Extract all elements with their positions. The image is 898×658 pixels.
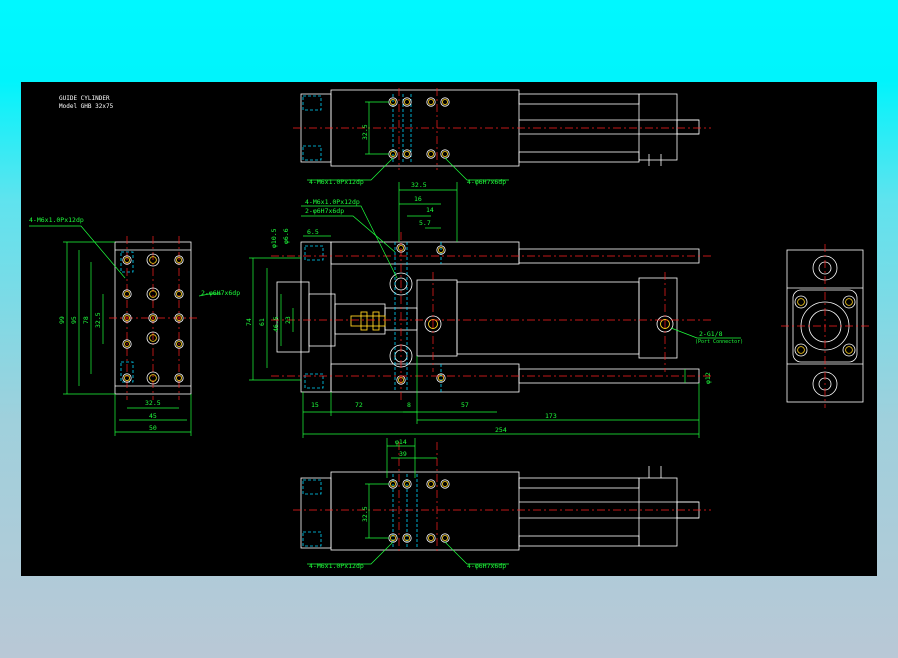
dim-23: 23 (284, 316, 292, 324)
cad-drawing (29, 88, 869, 565)
callout-bottom-m6: 4-M6x1.0Px12dp (309, 562, 364, 570)
left-end-view (29, 225, 221, 436)
dim-phi10-5: φ10.5 (270, 228, 278, 248)
dim-32-5-side: 32.5 (411, 181, 427, 189)
top-view (293, 88, 711, 181)
dim-bottom-32-5: 32.5 (361, 506, 369, 522)
dim-5-7: 5.7 (419, 219, 431, 227)
callout-top-phi6: 4-φ6H7x6dp (467, 178, 507, 186)
dim-phi12: φ12 (704, 372, 712, 384)
dim-99: 99 (58, 316, 66, 324)
dim-254: 254 (495, 426, 507, 434)
dim-72: 72 (355, 401, 363, 409)
right-end-view (781, 244, 869, 408)
dim-57: 57 (461, 401, 469, 409)
dim-61: 61 (258, 318, 266, 326)
dim-78: 78 (82, 316, 90, 324)
dim-95: 95 (70, 316, 78, 324)
dim-top-32-5: 32.5 (361, 124, 369, 140)
callout-bottom-phi6: 4-φ6H7x6dp (467, 562, 507, 570)
bottom-view (293, 438, 711, 565)
dim-32-5-left-h: 32.5 (145, 399, 161, 407)
dim-14: 14 (426, 206, 434, 214)
dim-32-5-left-v: 32.5 (94, 312, 102, 328)
front-view (249, 182, 741, 438)
callout-port-sub: (Port Connector) (695, 339, 744, 345)
dim-39: 39 (399, 450, 407, 458)
dim-8: 8 (407, 401, 411, 409)
dim-16: 16 (414, 195, 422, 203)
callout-top-m6: 4-M6x1.0Px12dp (309, 178, 364, 186)
dim-phi14: φ14 (395, 438, 407, 446)
title-line-2: Model GHB 32x75 (59, 103, 114, 110)
dim-173: 173 (545, 412, 557, 420)
title-line-1: GUIDE CYLINDER (59, 95, 110, 102)
dim-46-5: 46.5 (272, 316, 280, 332)
dim-45: 45 (149, 412, 157, 420)
dim-74: 74 (245, 318, 253, 326)
callout-left-phi6: 2-φ6H7x6dp (201, 289, 241, 297)
callout-side-m6: 4-M6x1.0Px12dp (305, 198, 360, 206)
dim-6-5: 6.5 (307, 228, 319, 236)
dim-phi6-6: φ6.6 (282, 228, 290, 244)
callout-port: 2-G1/8 (699, 330, 723, 338)
callout-side-phi6: 2-φ6H7x6dp (305, 207, 345, 215)
callout-left-m6: 4-M6x1.0Px12dp (29, 216, 84, 224)
dim-50: 50 (149, 424, 157, 432)
dim-15: 15 (311, 401, 319, 409)
drawing-sheet: GUIDE CYLINDER Model GHB 32x75 32.5 4-M6… (21, 82, 877, 576)
